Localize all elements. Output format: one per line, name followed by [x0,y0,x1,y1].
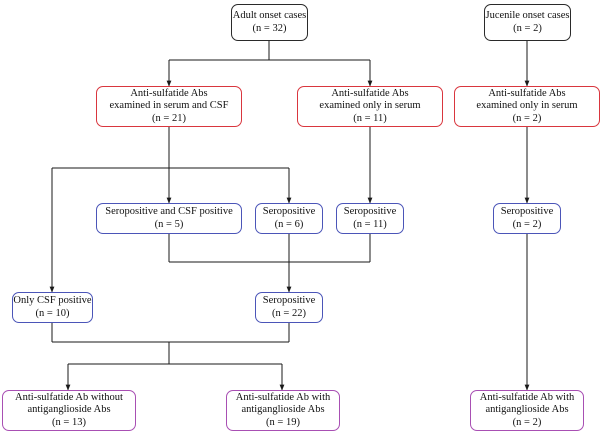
without-gang-box: Anti-sulfatide Ab without antigangliosid… [2,390,136,431]
with-gang-19-line1: Anti-sulfatide Ab with [235,391,331,403]
juvenile-sero-count: (n = 2) [512,218,542,230]
without-gang-count: (n = 13) [52,416,86,428]
juvenile-serum-only-box: Anti-sulfatide Abs examined only in seru… [454,86,600,127]
sero-11-box: Seropositive (n = 11) [336,203,404,234]
only-csf-box: Only CSF positive (n = 10) [12,292,93,323]
only-csf-count: (n = 10) [35,307,70,319]
juvenile-onset-count: (n = 2) [513,22,542,34]
sero-6-title: Seropositive [262,206,316,217]
adult-serum-only-box: Anti-sulfatide Abs examined only in seru… [297,86,443,127]
serum-csf-exam-count: (n = 21) [152,112,186,124]
adult-onset-box: Adult onset cases (n = 32) [231,4,308,41]
serum-csf-exam-box: Anti-sulfatide Abs examined in serum and… [96,86,242,127]
adult-serum-only-line2: examined only in serum [319,100,421,112]
serum-csf-exam-line1: Anti-sulfatide Abs [130,87,208,99]
juvenile-onset-title: Jucenile onset cases [485,10,570,21]
with-gang-19-box: Anti-sulfatide Ab with antiganglioside A… [226,390,340,431]
adult-onset-title: Adult onset cases [232,10,307,21]
juvenile-onset-box: Jucenile onset cases (n = 2) [484,4,571,41]
sero-6-box: Seropositive (n = 6) [255,203,323,234]
with-gang-2-box: Anti-sulfatide Ab with antiganglioside A… [470,390,584,431]
sero-6-count: (n = 6) [274,218,304,230]
with-gang-2-line1: Anti-sulfatide Ab with [479,391,575,403]
sero-22-title: Seropositive [262,295,316,306]
sero-22-count: (n = 22) [272,307,306,319]
adult-serum-only-line1: Anti-sulfatide Abs [331,87,409,99]
sero-and-csf-count: (n = 5) [154,218,184,230]
sero-and-csf-title: Seropositive and CSF positive [105,206,233,217]
juvenile-serum-only-count: (n = 2) [512,112,542,124]
with-gang-19-count: (n = 19) [266,416,300,428]
with-gang-2-line2: antiganglioside Abs [485,404,569,416]
juvenile-sero-title: Seropositive [500,206,554,217]
juvenile-serum-only-line2: examined only in serum [476,100,578,112]
sero-22-box: Seropositive (n = 22) [255,292,323,323]
sero-11-count: (n = 11) [353,218,387,230]
juvenile-sero-box: Seropositive (n = 2) [493,203,561,234]
with-gang-2-count: (n = 2) [512,416,542,428]
only-csf-title: Only CSF positive [13,295,92,306]
without-gang-line1: Anti-sulfatide Ab without [15,391,123,403]
sero-11-title: Seropositive [343,206,397,217]
adult-serum-only-count: (n = 11) [353,112,387,124]
serum-csf-exam-line2: examined in serum and CSF [109,100,229,112]
juvenile-serum-only-line1: Anti-sulfatide Abs [488,87,566,99]
sero-and-csf-box: Seropositive and CSF positive (n = 5) [96,203,242,234]
with-gang-19-line2: antiganglioside Abs [241,404,325,416]
without-gang-line2: antiganglioside Abs [27,404,111,416]
adult-onset-count: (n = 32) [252,22,287,34]
